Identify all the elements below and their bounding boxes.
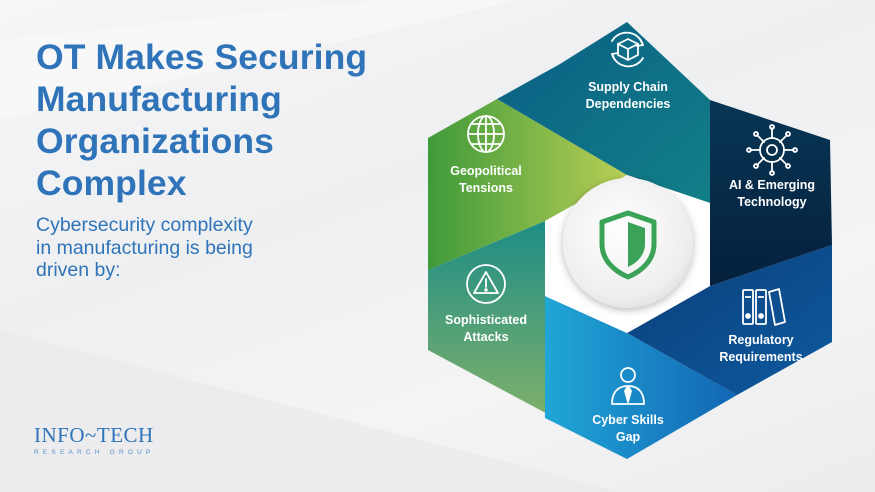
binders-icon [742,288,786,326]
segment-cyber-skills-gap [545,296,737,459]
logo-tagline: RESEARCH GROUP [34,449,155,456]
label-supply-chain-dependencies: Supply Chain Dependencies [585,80,671,111]
info-tech-logo: INFO~TECH RESEARCH GROUP [34,424,155,456]
segment-sophisticated-attacks [428,221,555,418]
shield-icon [599,210,657,280]
person-icon [611,367,645,405]
logo-wordmark: INFO~TECH [34,423,154,447]
circuit-gear-icon [746,124,798,176]
segment-geopolitical-tensions [428,99,627,270]
label-regulatory-requirements: Regulatory Requirements [719,333,803,364]
segment-regulatory-requirements [627,245,832,395]
segment-supply-chain-dependencies [497,22,710,203]
page-title: OT Makes Securing Manufacturing Organiza… [36,37,368,203]
label-geopolitical-tensions: Geopolitical Tensions [450,164,522,195]
page-subtitle: Cybersecurity complexity in manufacturin… [36,214,253,281]
warning-triangle-icon [466,264,506,304]
segment-ai-emerging-technology [710,100,832,286]
globe-icon [467,115,505,153]
label-cyber-skills-gap: Cyber Skills Gap [592,413,664,444]
label-ai-emerging-technology: AI & Emerging Technology [728,178,816,209]
package-cycle-icon [611,31,644,68]
label-sophisticated-attacks: Sophisticated Attacks [445,313,527,344]
